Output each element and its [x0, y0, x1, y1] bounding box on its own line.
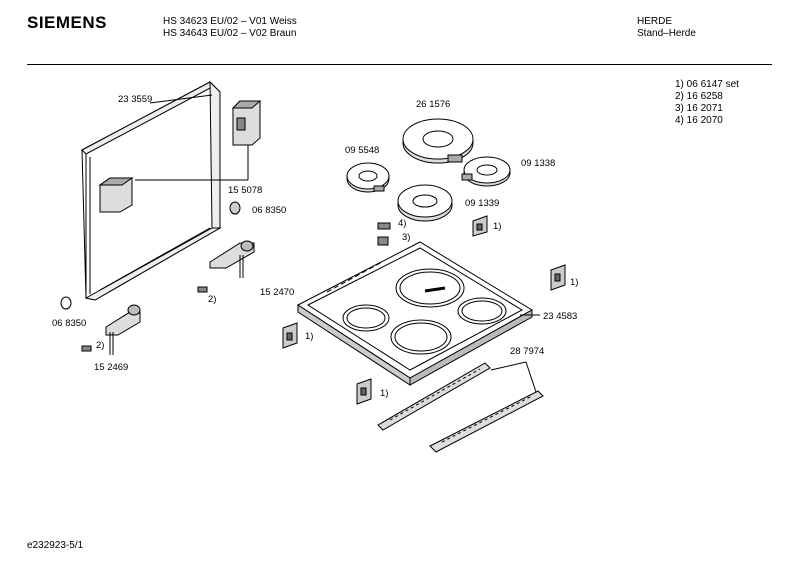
rail-drawing [429, 390, 544, 453]
reference-item: 3) 16 2071 [675, 103, 723, 114]
hob-frame-drawing [297, 241, 533, 386]
model-line-1: HS 34623 EU/02 – V01 Weiss [163, 16, 297, 27]
model-list: HS 34623 EU/02 – V01 Weiss HS 34643 EU/0… [163, 16, 297, 40]
part-label: 15 5078 [228, 185, 263, 196]
part-label: 15 2470 [260, 287, 295, 298]
clip-drawing [81, 345, 92, 352]
switch-drawing [105, 304, 141, 355]
reference-item: 2) 16 6258 [675, 91, 723, 102]
callout-label: 1) [380, 388, 389, 399]
reference-legend: 1) 06 6147 set 2) 16 6258 3) 16 2071 4) … [675, 79, 739, 127]
part-label: 28 7974 [510, 346, 545, 357]
switch-drawing [209, 240, 255, 278]
part-label: 26 1576 [416, 99, 451, 110]
reference-item: 4) 16 2070 [675, 115, 723, 126]
clip-set-drawing [282, 322, 298, 349]
back-panel-drawing [81, 80, 222, 301]
hotplate-095548-drawing [346, 162, 390, 193]
hotplate-091338-drawing [461, 156, 511, 187]
leader-line [525, 361, 537, 393]
part-label: 06 8350 [252, 205, 287, 216]
clip-set-drawing [550, 264, 566, 291]
part-label: 23 3559 [118, 94, 153, 105]
header-divider [27, 64, 772, 65]
part-label: 06 8350 [52, 318, 87, 329]
bracket-drawing [98, 177, 134, 213]
callout-label: 2) [96, 340, 105, 351]
siemens-logo: SIEMENS [27, 13, 108, 32]
model-line-2: HS 34643 EU/02 – V02 Braun [163, 28, 297, 39]
clip-set-drawing [356, 378, 372, 405]
callout-label: 1) [493, 221, 502, 232]
bracket-drawing [231, 100, 262, 146]
category-subtitle: Stand–Herde [637, 28, 696, 39]
hotplate-261576-drawing [402, 118, 474, 164]
callout-label: 2) [208, 294, 217, 305]
clip-set-drawing [472, 215, 488, 237]
category-block: HERDE Stand–Herde [637, 16, 696, 40]
clip-drawing [377, 222, 391, 230]
callout-label: 1) [305, 331, 314, 342]
callout-label: 4) [398, 218, 407, 229]
category-title: HERDE [637, 16, 673, 27]
part-label: 09 1339 [465, 198, 500, 209]
part-label: 23 4583 [543, 311, 578, 322]
leader-line [149, 94, 213, 104]
callout-label: 3) [402, 232, 411, 243]
rail-drawing [377, 362, 491, 431]
hotplate-091339-drawing [397, 184, 453, 222]
callout-label: 1) [570, 277, 579, 288]
clip-drawing [377, 236, 389, 246]
document-id: e232923-5/1 [27, 540, 84, 551]
part-label: 09 1338 [521, 158, 556, 169]
ring-drawing [229, 201, 241, 215]
reference-item: 1) 06 6147 set [675, 79, 739, 90]
part-label: 09 5548 [345, 145, 380, 156]
clip-drawing [197, 286, 208, 293]
part-label: 15 2469 [94, 362, 129, 373]
ring-drawing [60, 296, 72, 310]
leader-line [490, 361, 527, 371]
